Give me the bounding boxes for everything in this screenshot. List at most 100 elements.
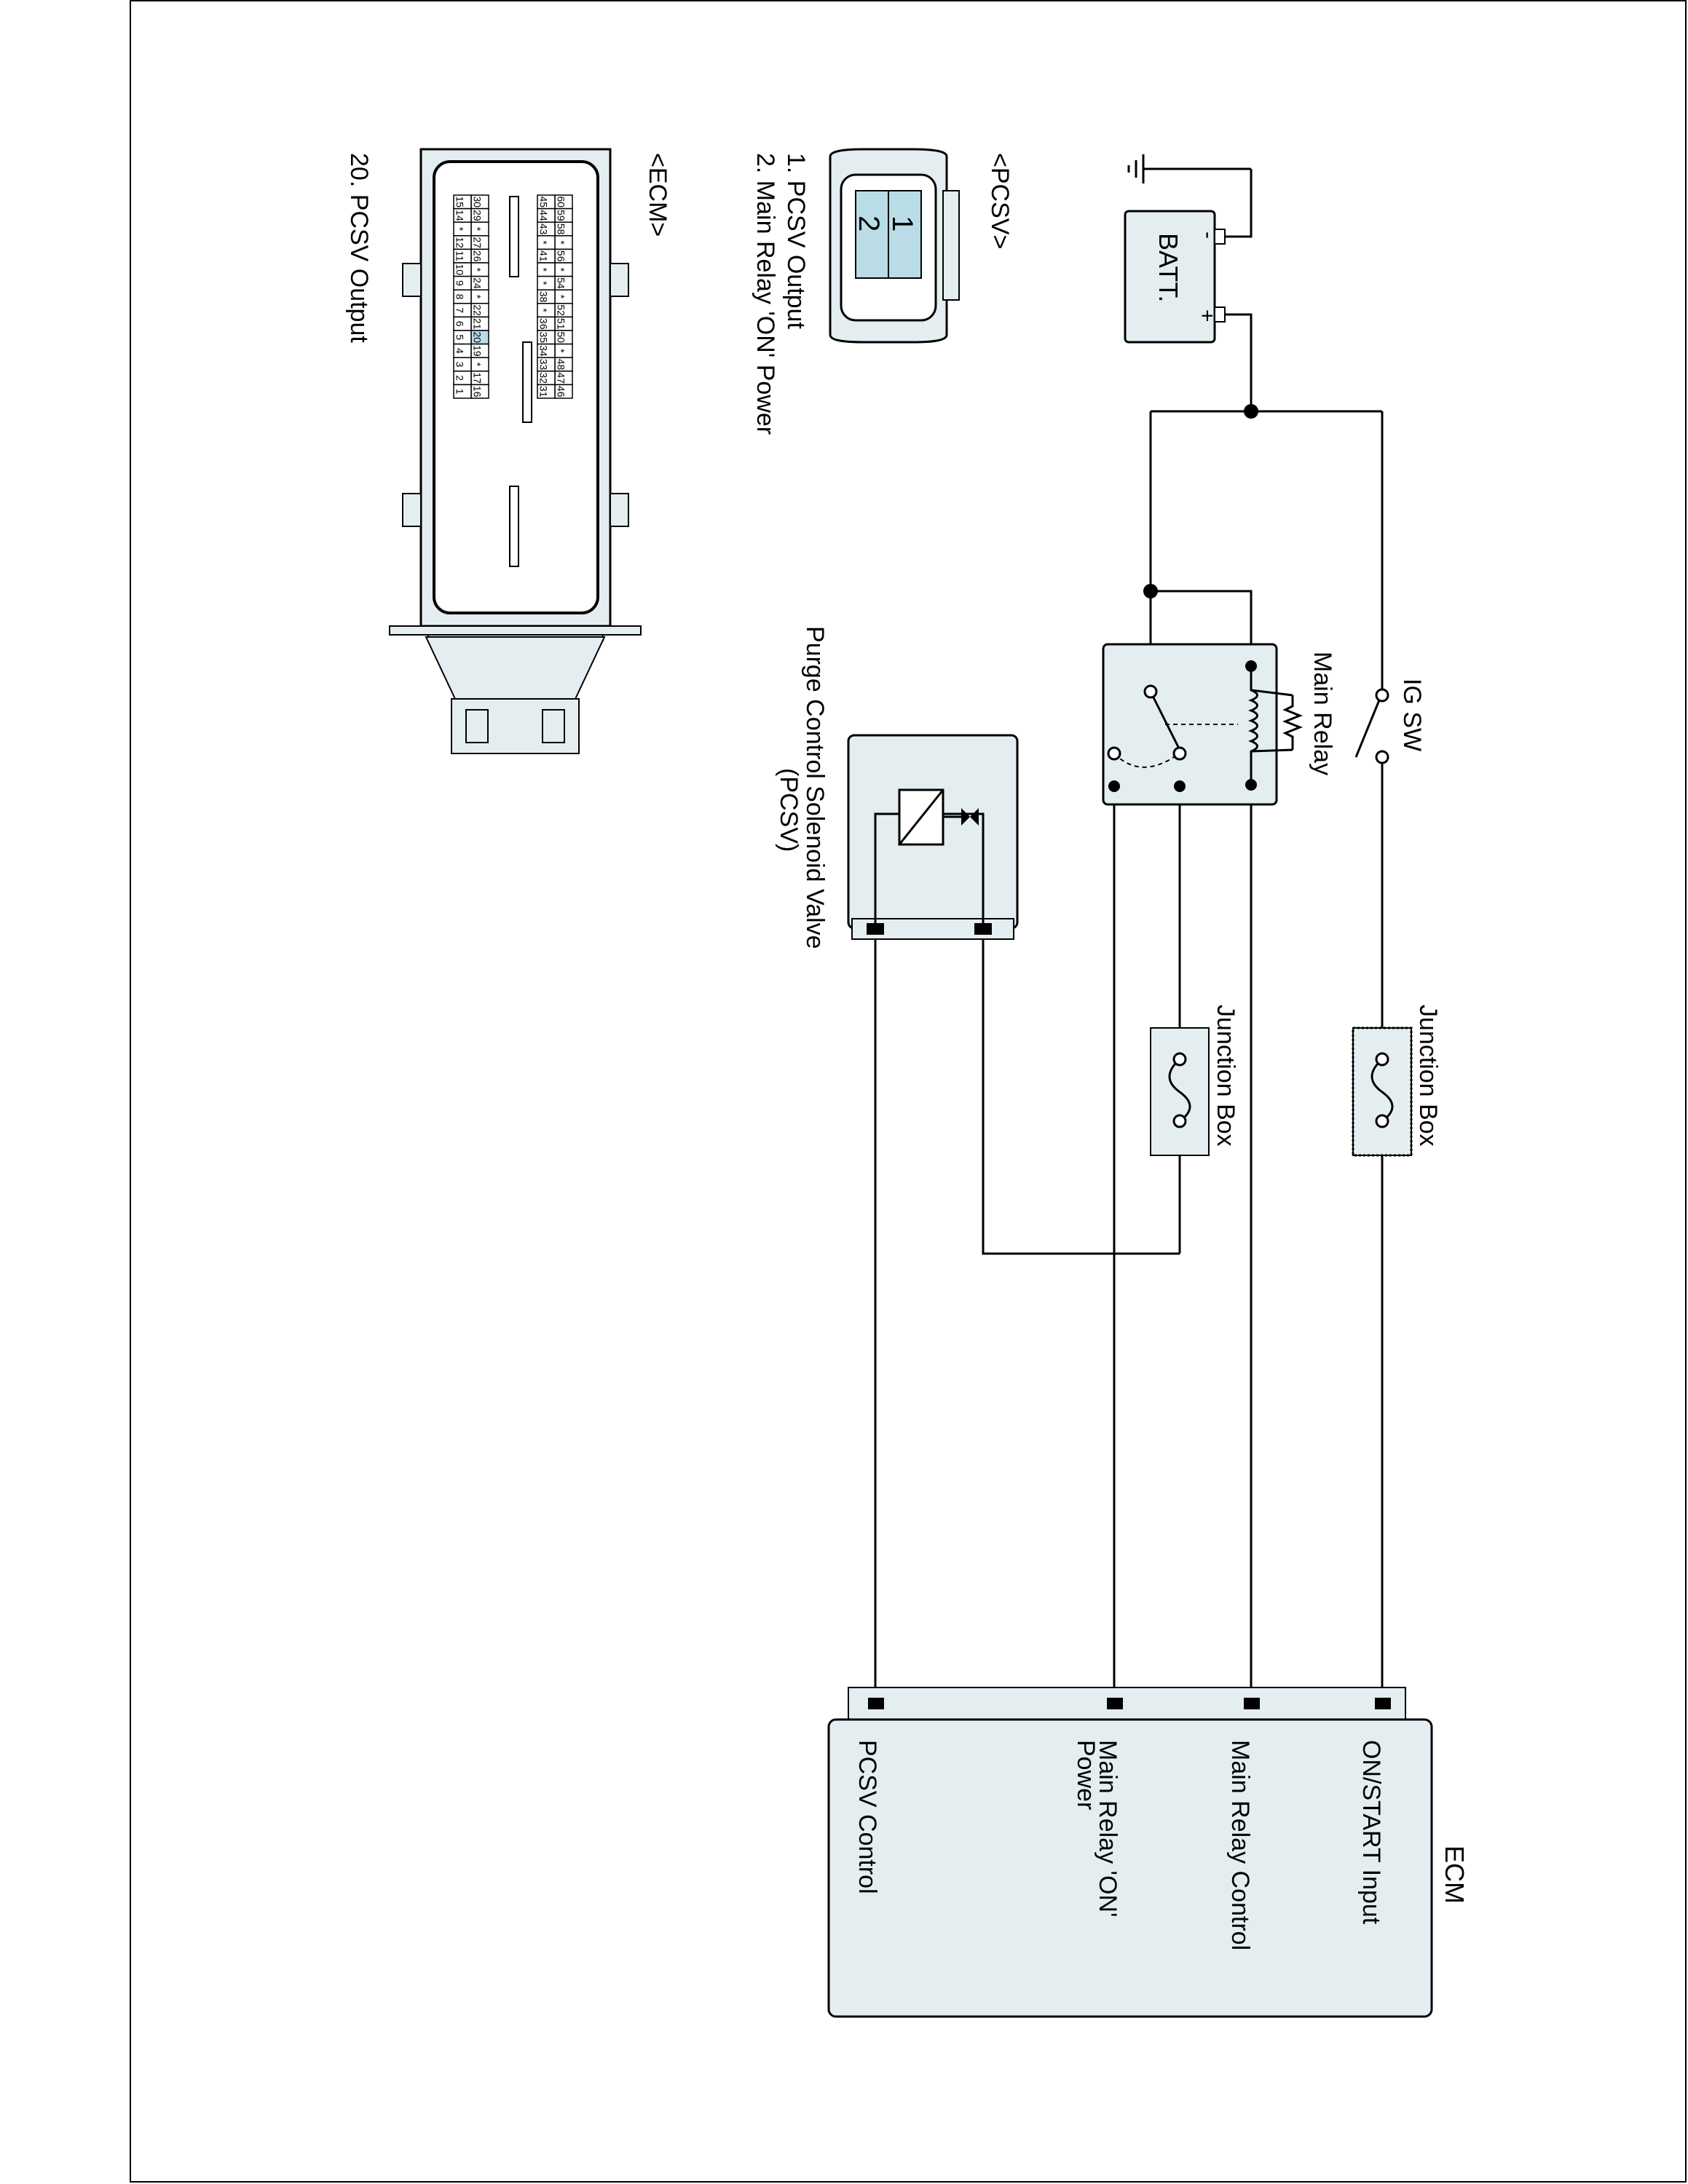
ecm-pin-number: * <box>471 363 483 367</box>
ecm-pin-number: 20 <box>471 332 483 344</box>
ecm-pin-number: 16 <box>471 386 483 397</box>
ecm-pin-main-relay-on-power-line1: Main Relay 'ON' <box>1094 1740 1121 1918</box>
ecm-pin-number: 14 <box>454 210 465 221</box>
ecm-pin-number: 10 <box>454 264 465 276</box>
ecm-pin-number: 9 <box>454 280 465 286</box>
ecm-pin-number: 59 <box>555 210 567 221</box>
main-relay: Main Relay <box>1102 643 1336 806</box>
ground-symbol <box>1127 154 1145 183</box>
ecm-pin-main-relay-on-power-line2: Power <box>1072 1740 1100 1810</box>
ecm-pin-number: 4 <box>454 348 465 354</box>
ecm-pin-number: * <box>454 227 465 232</box>
ecm-pin-number: 48 <box>555 359 567 371</box>
ecm-block: ECM ON/START Input Main Relay Control Ma… <box>827 1687 1470 2018</box>
junction-box-1: Junction Box <box>1352 1005 1442 1157</box>
ig-switch: IG SW <box>1354 678 1426 764</box>
ecm-pin-number: * <box>537 281 549 285</box>
ecm-connector: <ECM> 605958*56*54*525150*484746454443*4… <box>345 148 671 754</box>
pcsv-connector-title: <PCSV> <box>986 153 1014 249</box>
page-frame <box>130 0 1687 2183</box>
ecm-pin-number: 35 <box>537 332 549 344</box>
ecm-pin-number: 36 <box>537 318 549 330</box>
ecm-pin-number: 43 <box>537 223 549 235</box>
battery: BATT. - + <box>1124 210 1226 344</box>
battery-plus-label: + <box>1195 309 1219 323</box>
pcsv-connector-legend-1: 1. PCSV Output <box>782 153 810 329</box>
ecm-pin-number: 51 <box>555 318 567 330</box>
ecm-pin-number: 47 <box>555 372 567 384</box>
ecm-pin-number: 30 <box>471 197 483 208</box>
ecm-connector-legend-1: 20. PCSV Output <box>345 153 373 343</box>
ecm-pin-number: 6 <box>454 321 465 327</box>
ecm-pin-number: * <box>471 227 483 232</box>
ecm-pin-number: 58 <box>555 223 567 235</box>
ecm-pin-cell <box>537 384 556 399</box>
ecm-pin-number: 15 <box>454 197 465 208</box>
ecm-pin-number: 19 <box>471 345 483 357</box>
ecm-pin-number: 54 <box>555 277 567 289</box>
ecm-pin-number: 56 <box>555 250 567 262</box>
ecm-pin-number: 21 <box>471 318 483 330</box>
battery-plus-wire <box>1215 313 1253 411</box>
pcsv-valve: Purge Control Solenoid Valve (PCSV) <box>775 626 1019 949</box>
ecm-pin-number: * <box>471 295 483 299</box>
ecm-pin-number: 50 <box>555 332 567 344</box>
ecm-pin-number: 8 <box>454 294 465 300</box>
ecm-pin-number: 1 <box>454 389 465 395</box>
ecm-label: ECM <box>1440 1845 1470 1904</box>
ecm-pin-number: * <box>537 240 549 245</box>
junction-box-2-label: Junction Box <box>1212 1005 1239 1147</box>
ecm-pin-number: * <box>471 268 483 272</box>
ecm-pin-number: 22 <box>471 304 483 316</box>
ecm-pin-grid: 605958*56*54*525150*484746454443*41**38*… <box>453 194 573 399</box>
ecm-pin-number: 12 <box>454 237 465 248</box>
ecm-pin-number: 5 <box>454 334 465 340</box>
ecm-pin-number: 11 <box>454 250 465 261</box>
battery-minus-label: - <box>1196 232 1220 239</box>
ecm-pin-number: 7 <box>454 307 465 313</box>
ecm-pin-number: 60 <box>555 197 567 208</box>
ecm-pin-cell <box>453 384 472 399</box>
ecm-pin-number: 29 <box>471 210 483 221</box>
relay-coil-feed-wire <box>1151 590 1253 666</box>
ecm-pin-number: 52 <box>555 304 567 316</box>
ecm-pin-number: 41 <box>537 250 549 262</box>
ecm-pin-number: 2 <box>454 375 465 381</box>
ecm-pin-number: * <box>537 308 549 312</box>
ecm-pin-number: 34 <box>537 345 549 357</box>
ecm-pin-number: * <box>555 240 567 245</box>
pcsv-connector-legend-2: 2. Main Relay 'ON' Power <box>752 153 779 435</box>
ecm-pin-number: 17 <box>471 372 483 384</box>
ecm-pin-number: * <box>555 268 567 272</box>
ecm-pin-number: 31 <box>537 386 549 397</box>
ecm-pin-on-start-input: ON/START Input <box>1357 1740 1385 1925</box>
pcsv-label-line1: Purge Control Solenoid Valve <box>801 626 829 949</box>
pcsv-label-line2: (PCSV) <box>775 768 802 852</box>
ecm-pin-number: 44 <box>537 210 549 221</box>
pcsv-connector-pin-right: 1 <box>886 215 918 232</box>
battery-label: BATT. <box>1153 233 1183 302</box>
junction-dot-battery <box>1244 404 1258 419</box>
pcsv-connector-pin-left: 2 <box>853 215 885 232</box>
main-relay-label: Main Relay <box>1309 652 1336 775</box>
ecm-pin-pcsv-control: PCSV Control <box>853 1740 881 1894</box>
ecm-pin-number: * <box>555 295 567 299</box>
junction-dot-relay <box>1143 584 1158 598</box>
ecm-pin-number: 46 <box>555 386 567 397</box>
battery-minus-wire <box>1215 169 1253 238</box>
ecm-pin-number: 33 <box>537 359 549 371</box>
ig-switch-label: IG SW <box>1398 678 1426 751</box>
ecm-pin-number: 27 <box>471 237 483 248</box>
ecm-pin-main-relay-control: Main Relay Control <box>1226 1740 1254 1950</box>
junction-box-2: Junction Box <box>1150 1005 1239 1156</box>
junction-box-1-label: Junction Box <box>1414 1005 1442 1147</box>
ecm-pin-number: 32 <box>537 372 549 384</box>
ecm-pin-number: 3 <box>454 362 465 368</box>
ecm-pin-number: 24 <box>471 277 483 289</box>
ecm-connector-title: <ECM> <box>644 153 671 237</box>
ecm-pin-number: * <box>555 349 567 353</box>
ecm-pin-number: 38 <box>537 291 549 303</box>
pcsv-connector: <PCSV> 2 1 1. PCSV Output 2. Main Relay … <box>752 148 1014 435</box>
ecm-pin-number: 26 <box>471 250 483 262</box>
